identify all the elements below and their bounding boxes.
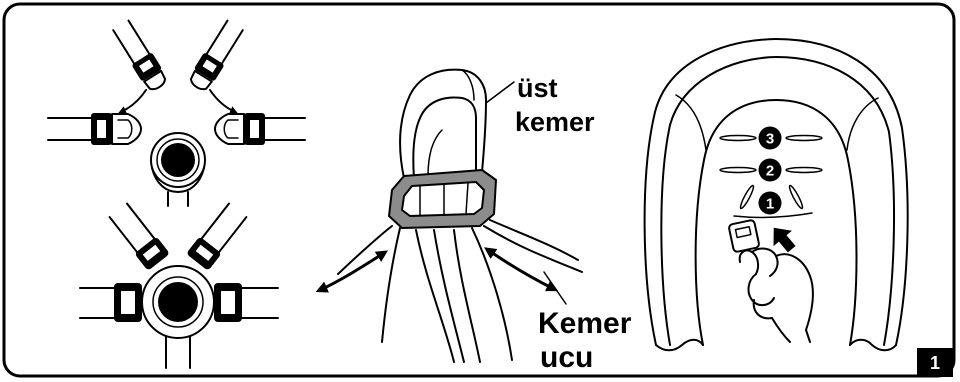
buckle-slot bbox=[121, 291, 135, 314]
buckle-slot bbox=[97, 120, 106, 138]
slot-number: 2 bbox=[766, 163, 774, 180]
upper-belt-label-line1: üst bbox=[517, 73, 558, 103]
belt-end-label-line2: ucu bbox=[540, 341, 593, 374]
buckle-tongue bbox=[728, 220, 759, 253]
buckle-receiver bbox=[215, 114, 244, 144]
release-button bbox=[161, 143, 195, 177]
upper-belt-label-line2: kemer bbox=[515, 107, 595, 137]
collar-opening bbox=[402, 182, 484, 216]
buckle-slot bbox=[221, 291, 235, 314]
buckle-slot bbox=[250, 120, 259, 138]
page-number: 1 bbox=[930, 353, 940, 373]
belt-end-label-line1: Kemer bbox=[538, 307, 632, 340]
slot-number: 1 bbox=[766, 196, 774, 213]
buckle-receiver bbox=[112, 114, 141, 144]
release-button bbox=[158, 282, 198, 322]
slot-number: 3 bbox=[766, 131, 774, 148]
